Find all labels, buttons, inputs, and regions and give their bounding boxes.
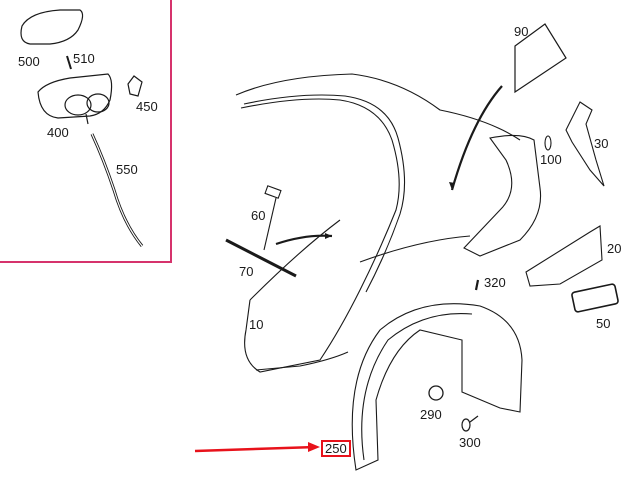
label-20[interactable]: 20 xyxy=(607,241,622,256)
label-320[interactable]: 320 xyxy=(484,275,506,290)
part-70-sill-strip[interactable] xyxy=(225,238,297,278)
part-100-grommet[interactable] xyxy=(544,135,552,151)
part-50-vent-grille[interactable] xyxy=(571,283,619,313)
part-290-nut[interactable] xyxy=(428,385,444,401)
label-500[interactable]: 500 xyxy=(18,54,40,69)
label-450[interactable]: 450 xyxy=(136,99,158,114)
label-400[interactable]: 400 xyxy=(47,125,69,140)
part-20-rear-panel[interactable] xyxy=(525,225,603,287)
label-300[interactable]: 300 xyxy=(459,435,481,450)
part-10-side-panel[interactable] xyxy=(235,73,521,373)
part-250-wheel-arch-liner[interactable] xyxy=(351,303,523,471)
assembly-arrow-60-70 xyxy=(275,234,333,246)
label-100[interactable]: 100 xyxy=(540,152,562,167)
label-60[interactable]: 60 xyxy=(251,208,266,223)
part-90-panel[interactable] xyxy=(514,23,567,94)
part-60-reinforcement[interactable] xyxy=(263,185,282,251)
part-rear-panel-upper[interactable] xyxy=(463,134,542,257)
label-70[interactable]: 70 xyxy=(239,264,254,279)
part-510-screw[interactable] xyxy=(66,55,72,70)
part-320-pin[interactable] xyxy=(474,279,480,291)
label-30[interactable]: 30 xyxy=(594,136,609,151)
label-510[interactable]: 510 xyxy=(73,51,95,66)
label-290[interactable]: 290 xyxy=(420,407,442,422)
label-90[interactable]: 90 xyxy=(514,24,529,39)
label-250-highlighted[interactable]: 250 xyxy=(321,440,351,457)
assembly-arrow-90 xyxy=(450,85,503,191)
label-10[interactable]: 10 xyxy=(249,317,264,332)
part-400-filler-housing[interactable] xyxy=(37,73,113,125)
part-500-fuel-flap[interactable] xyxy=(20,9,84,45)
fuel-filler-inset xyxy=(0,0,172,263)
highlight-arrow-250 xyxy=(194,445,317,453)
part-300-clip[interactable] xyxy=(461,415,479,432)
part-30-bracket[interactable] xyxy=(565,101,605,187)
part-450-clip[interactable] xyxy=(127,75,143,97)
label-550[interactable]: 550 xyxy=(116,162,138,177)
label-50[interactable]: 50 xyxy=(596,316,611,331)
